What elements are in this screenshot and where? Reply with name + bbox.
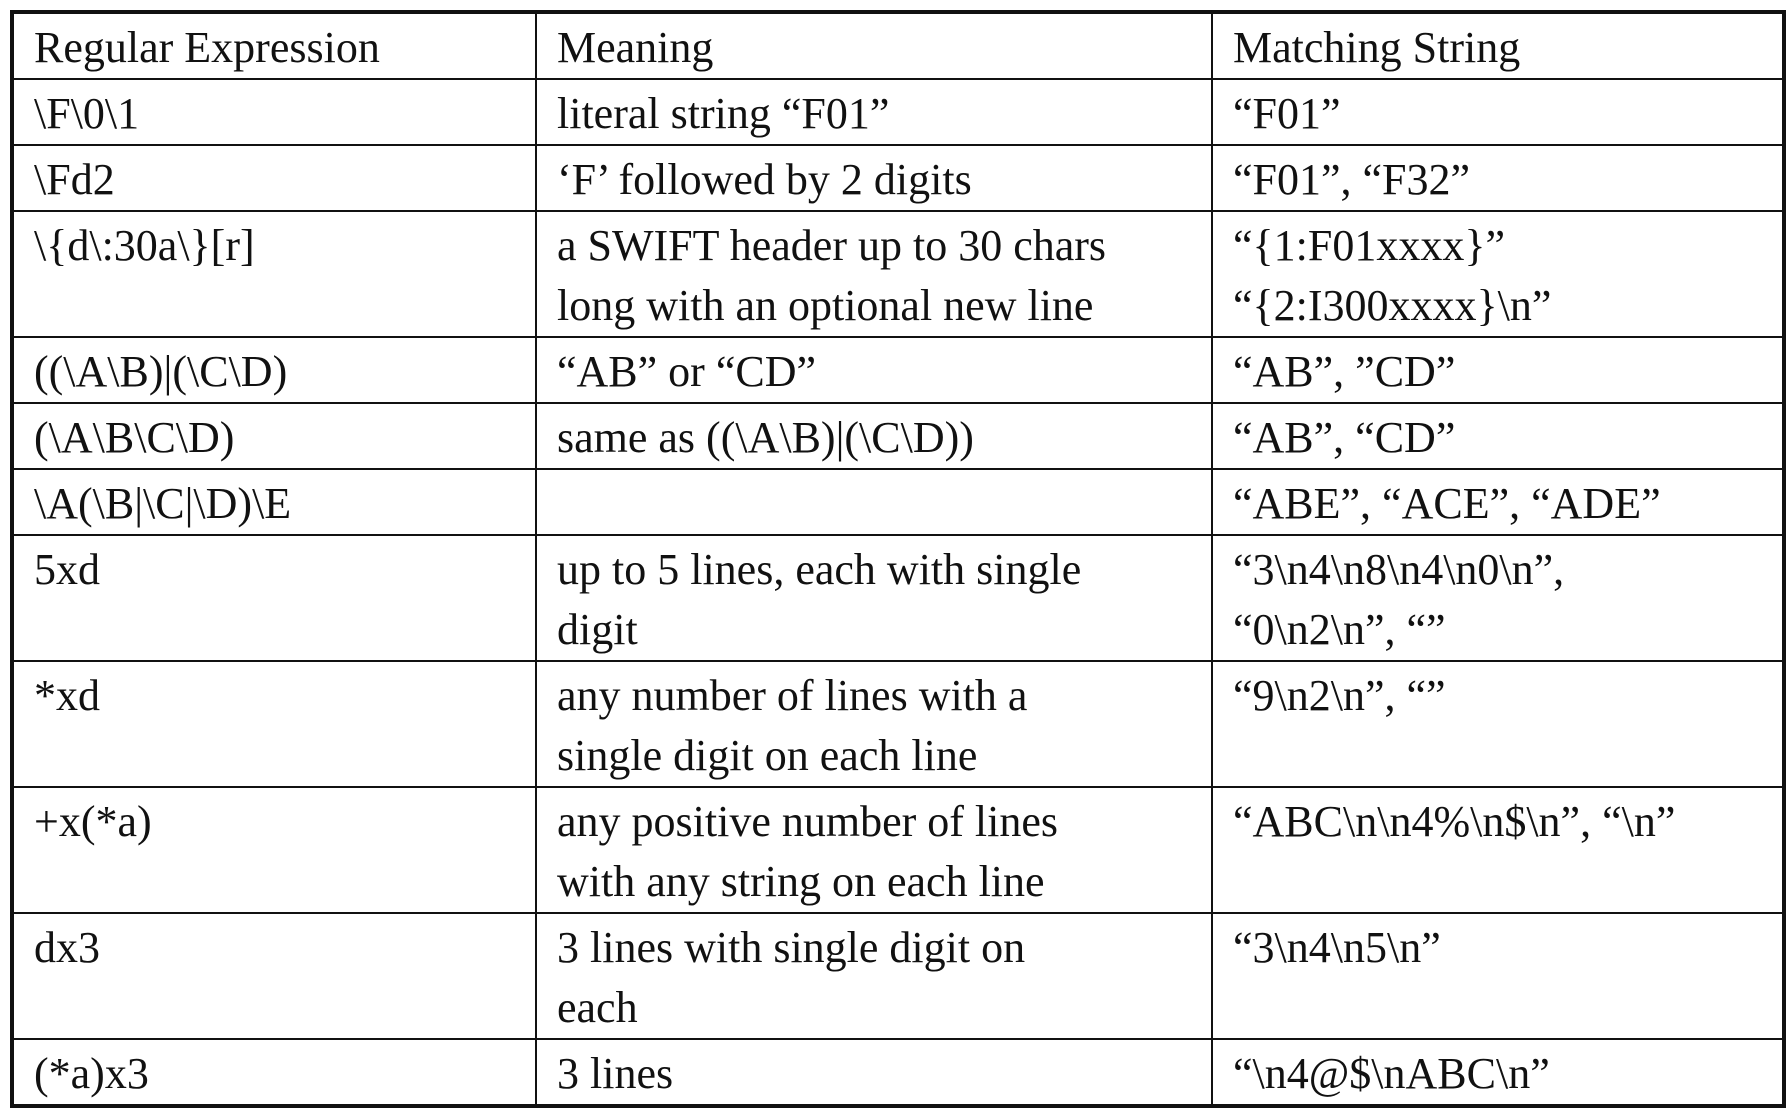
meaning-cell: up to 5 lines, each with single digit [535,534,1213,662]
regex-cell: \A(\B|\C|\D)\E [11,468,537,536]
regex-table-container: Regular Expression Meaning Matching Stri… [10,10,1786,1108]
matching-string-cell: “{1:F01xxxx}” “{2:I300xxxx}\n” [1211,210,1785,338]
table-row: 5xd up to 5 lines, each with single digi… [11,534,1785,662]
table-row: \A(\B|\C|\D)\E “ABE”, “ACE”, “ADE” [11,468,1785,536]
matching-string-cell: “AB”, ”CD” [1211,336,1785,404]
matching-string-cell: “F01” [1211,78,1785,146]
column-header-matching-string: Matching String [1211,11,1785,80]
meaning-cell: a SWIFT header up to 30 chars long with … [535,210,1213,338]
column-header-regular-expression: Regular Expression [11,11,537,80]
matching-string-cell: “AB”, “CD” [1211,402,1785,470]
regex-cell: \{d\:30a\}[r] [11,210,537,338]
regex-cell: \Fd2 [11,144,537,212]
regex-cell: (\A\B\C\D) [11,402,537,470]
column-header-meaning: Meaning [535,11,1213,80]
matching-string-cell: “3\n4\n8\n4\n0\n”, “0\n2\n”, “” [1211,534,1785,662]
meaning-cell: same as ((\A\B)|(\C\D)) [535,402,1213,470]
meaning-cell: any number of lines with a single digit … [535,660,1213,788]
regex-cell: ((\A\B)|(\C\D) [11,336,537,404]
meaning-cell: ‘F’ followed by 2 digits [535,144,1213,212]
matching-string-cell: “3\n4\n5\n” [1211,912,1785,1040]
meaning-cell [535,468,1213,536]
regex-cell: *xd [11,660,537,788]
meaning-cell: 3 lines with single digit on each [535,912,1213,1040]
matching-string-cell: “ABC\n\n4%\n$\n”, “\n” [1211,786,1785,914]
meaning-cell: any positive number of lines with any st… [535,786,1213,914]
table-row: +x(*a) any positive number of lines with… [11,786,1785,914]
matching-string-cell: “\n4@$\nABC\n” [1211,1038,1785,1107]
matching-string-cell: “9\n2\n”, “” [1211,660,1785,788]
table-row: (*a)x3 3 lines “\n4@$\nABC\n” [11,1038,1785,1107]
table-row: ((\A\B)|(\C\D) “AB” or “CD” “AB”, ”CD” [11,336,1785,404]
meaning-cell: “AB” or “CD” [535,336,1213,404]
meaning-cell: literal string “F01” [535,78,1213,146]
regex-cell: 5xd [11,534,537,662]
meaning-cell: 3 lines [535,1038,1213,1107]
regex-cell: \F\0\1 [11,78,537,146]
table-row: \{d\:30a\}[r] a SWIFT header up to 30 ch… [11,210,1785,338]
matching-string-cell: “F01”, “F32” [1211,144,1785,212]
table-row: \Fd2 ‘F’ followed by 2 digits “F01”, “F3… [11,144,1785,212]
regex-cell: (*a)x3 [11,1038,537,1107]
table-header-row: Regular Expression Meaning Matching Stri… [11,11,1785,80]
regex-cell: dx3 [11,912,537,1040]
table-row: dx3 3 lines with single digit on each “3… [11,912,1785,1040]
table-row: (\A\B\C\D) same as ((\A\B)|(\C\D)) “AB”,… [11,402,1785,470]
table-row: \F\0\1 literal string “F01” “F01” [11,78,1785,146]
table-row: *xd any number of lines with a single di… [11,660,1785,788]
regex-cell: +x(*a) [11,786,537,914]
matching-string-cell: “ABE”, “ACE”, “ADE” [1211,468,1785,536]
regex-table: Regular Expression Meaning Matching Stri… [10,10,1786,1108]
